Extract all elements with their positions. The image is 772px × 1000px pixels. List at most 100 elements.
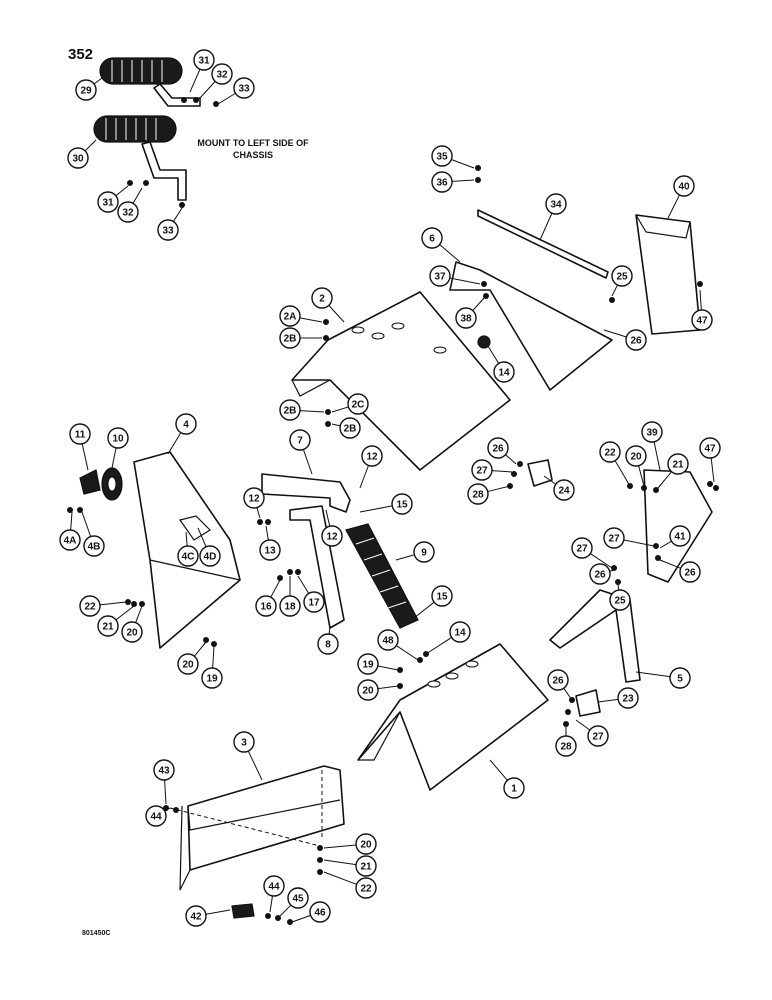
callout-22: 22 [323, 871, 377, 899]
callout-label: 24 [558, 486, 570, 497]
callout-circle [571, 537, 593, 559]
callout-circle [431, 171, 453, 193]
callout-28: 28 [555, 726, 577, 757]
callout-circle [357, 679, 379, 701]
callout-label: 8 [325, 640, 331, 651]
leader-line [331, 423, 341, 427]
leader-line [212, 645, 215, 669]
callout-19: 19 [201, 645, 223, 689]
callout-30: 30 [67, 139, 97, 169]
callout-circle [669, 667, 691, 689]
callout-26: 26 [589, 563, 615, 585]
callout-39: 39 [641, 421, 663, 471]
callout-circle [279, 305, 301, 327]
leader-line [359, 505, 393, 513]
callout-circle [69, 423, 91, 445]
callout-25: 25 [611, 265, 633, 297]
leader-line [185, 531, 188, 547]
leader-line [297, 575, 310, 594]
leader-line [413, 601, 435, 619]
callout-circle [669, 525, 691, 547]
callout-21: 21 [657, 453, 689, 489]
callout-circle [83, 535, 105, 557]
callout-32: 32 [199, 63, 233, 99]
callout-label: 21 [672, 460, 684, 471]
leader-line [115, 605, 135, 621]
leader-line [667, 194, 680, 219]
callout-label: 27 [476, 466, 488, 477]
callout-label: 4 [183, 420, 189, 431]
callout-label: 12 [366, 452, 378, 463]
leader-line [193, 641, 207, 657]
callout-25: 25 [609, 583, 631, 611]
callout-circle [625, 445, 647, 467]
callout-circle [611, 265, 633, 287]
callout-circle [599, 441, 621, 463]
leader-line [328, 625, 331, 635]
callout-15: 15 [359, 493, 413, 515]
leader-line [609, 569, 615, 572]
callout-label: 2B [284, 406, 297, 417]
leader-line [623, 539, 655, 547]
callout-label: 35 [436, 152, 448, 163]
callout-33: 33 [217, 77, 255, 105]
mount-note: MOUNT TO LEFT SIDE OF CHASSIS [197, 138, 309, 160]
callout-circle [503, 777, 525, 799]
leader-line [323, 844, 357, 849]
callout-2B: 2B [279, 399, 325, 421]
callout-11: 11 [69, 423, 91, 471]
leader-line [331, 406, 349, 413]
callout-26: 26 [659, 559, 701, 583]
callout-label: 6 [429, 234, 435, 245]
callout-32: 32 [117, 187, 143, 223]
callout-label: 2 [319, 294, 325, 305]
callout-circle [279, 595, 301, 617]
callout-33: 33 [157, 207, 183, 241]
callout-circle [309, 901, 331, 923]
panel-6 [449, 261, 613, 391]
callout-circle [691, 309, 713, 331]
callout-label: 23 [622, 694, 634, 705]
callout-circle [673, 175, 695, 197]
callout-4D: 4D [197, 527, 221, 567]
callout-circle [589, 563, 611, 585]
callout-label: 9 [421, 548, 427, 559]
leader-line [247, 750, 263, 781]
callout-circle [233, 731, 255, 753]
leader-line [425, 637, 452, 655]
callout-34: 34 [539, 193, 567, 241]
callout-label: 16 [260, 602, 272, 613]
leader-line [270, 579, 281, 598]
callout-27: 27 [603, 527, 655, 549]
leader-line [539, 212, 553, 241]
leader-line [487, 345, 500, 364]
callout-5: 5 [635, 667, 691, 689]
callout-circle [431, 145, 453, 167]
callout-label: 20 [182, 660, 194, 671]
callout-1: 1 [489, 759, 525, 799]
callout-circle [185, 905, 207, 927]
callout-label: 25 [616, 272, 628, 283]
callout-circle [255, 595, 277, 617]
callout-22: 22 [79, 595, 127, 617]
rod-34 [477, 209, 609, 279]
callout-label: 27 [608, 534, 620, 545]
callout-label: 41 [674, 532, 686, 543]
leader-line [172, 207, 183, 222]
callout-27: 27 [471, 459, 513, 481]
callout-48: 48 [377, 629, 419, 661]
callout-label: 1 [511, 784, 517, 795]
callout-31: 31 [97, 185, 129, 213]
callout-circle [429, 265, 451, 287]
callout-label: 36 [436, 178, 448, 189]
callout-26: 26 [603, 329, 647, 351]
callout-label: 21 [102, 622, 114, 633]
leader-line [189, 68, 201, 93]
leader-line [93, 77, 103, 85]
callout-circle [431, 585, 453, 607]
callout-label: 47 [704, 444, 716, 455]
callout-label: 2B [344, 424, 357, 435]
leader-line [99, 601, 127, 606]
callout-2B: 2B [331, 417, 361, 439]
leader-line [451, 179, 475, 182]
